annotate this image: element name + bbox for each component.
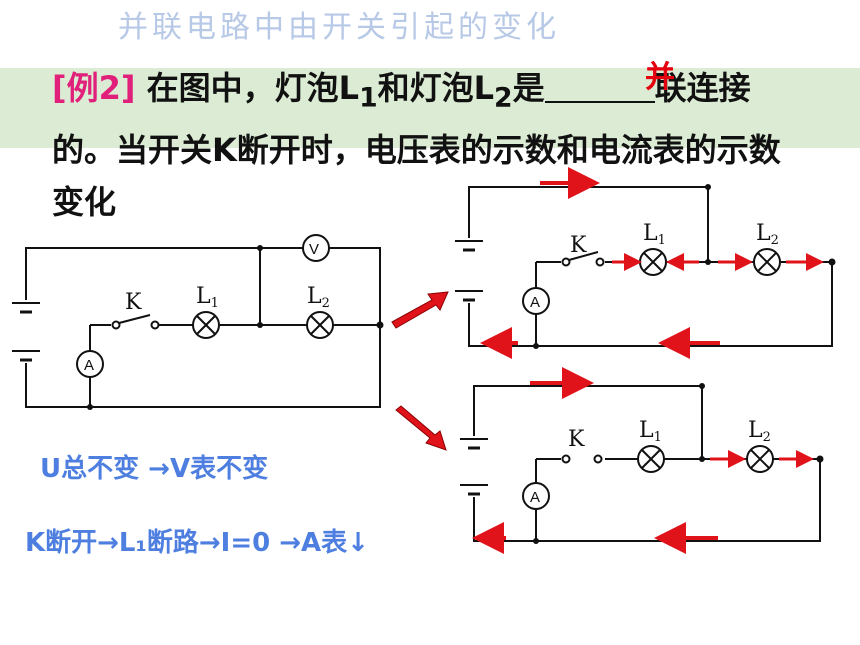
junction-dots-open <box>533 383 824 544</box>
ammeter-label-closed: A <box>530 294 540 311</box>
question-part1: 在图中，灯泡L <box>146 69 360 107</box>
lamp1-label: L1 <box>196 284 219 311</box>
ammeter <box>76 350 104 378</box>
lamp2-label-closed: L2 <box>756 221 779 248</box>
current-arrows-closed <box>480 167 824 359</box>
switch-k-symbol <box>111 314 160 332</box>
junction-dots <box>87 245 384 410</box>
question-part3: 是 <box>512 69 545 107</box>
battery-symbol-open <box>460 438 488 496</box>
question-text: [例2] 在图中，灯泡L1和灯泡L2是联连接的。当开关K断开时，电压表的示数和电… <box>52 69 781 222</box>
big-arrow-down <box>395 405 447 451</box>
voltmeter-label: V <box>309 241 319 258</box>
lamp-l1-closed <box>639 248 667 276</box>
voltmeter <box>302 234 330 262</box>
battery-symbol-closed <box>455 240 483 302</box>
switch-k-open <box>561 450 605 466</box>
ammeter-label-open: A <box>530 489 540 506</box>
switch-label: K <box>125 290 142 315</box>
lamp-l1-open <box>637 445 665 473</box>
switch-label-open: K <box>568 427 585 452</box>
lamp1-label-open: L1 <box>639 418 662 445</box>
ammeter-label: A <box>84 357 94 374</box>
answer-text: 并 <box>645 60 675 95</box>
lamp-l2-closed <box>753 248 781 276</box>
page-title: 并联电路中由开关引起的变化 <box>118 10 560 45</box>
switch-k-closed <box>561 251 605 270</box>
ammeter-closed <box>522 287 550 315</box>
note-voltage: U总不变 →V表不变 <box>40 454 269 484</box>
lamp1-label-closed: L1 <box>643 221 666 248</box>
ammeter-open <box>522 482 550 510</box>
battery-symbol <box>12 302 40 362</box>
answer-blank <box>544 73 655 103</box>
note-current: K断开→L₁断路→I=0 →A表↓ <box>25 528 369 558</box>
lamp2-label-open: L2 <box>748 418 771 445</box>
switch-label-closed: K <box>570 233 587 258</box>
big-arrow-up <box>391 291 449 329</box>
question-part4: 联连接的。当开关K断开时，电压表的示数和电流表的示数变化 <box>52 69 781 222</box>
lamp-l2 <box>306 311 334 339</box>
current-arrows-open <box>472 367 814 554</box>
lamp-l1 <box>192 311 220 339</box>
example-tag: [例2] <box>52 69 136 107</box>
lamp-l2-open <box>746 445 774 473</box>
question-part2: 和灯泡L <box>377 69 495 107</box>
lamp2-label: L2 <box>307 284 330 311</box>
junction-dots-closed <box>533 184 836 349</box>
highlight-band <box>0 68 860 148</box>
